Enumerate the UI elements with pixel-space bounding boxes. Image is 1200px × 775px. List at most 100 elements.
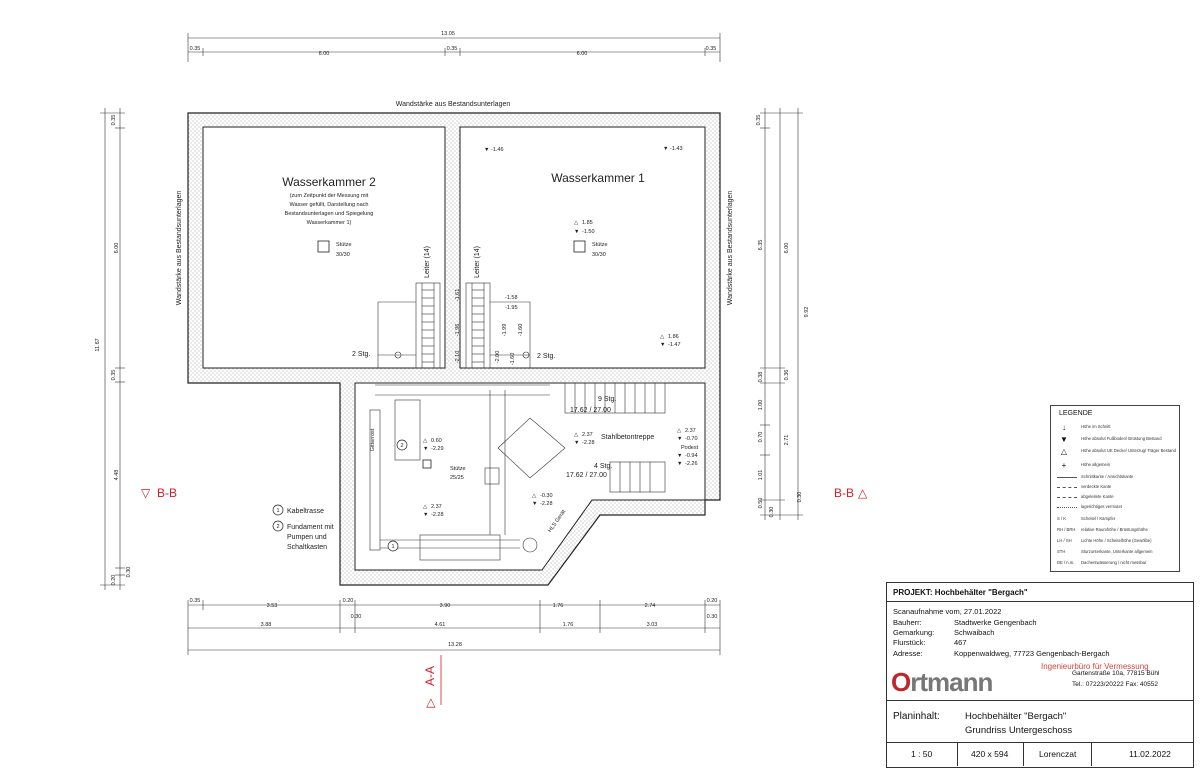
bottom-overall-dim: 13.28 [448, 642, 462, 648]
bottom-dim: 4.61 [435, 622, 446, 628]
key-circle [272, 520, 284, 532]
level-value: -1.61 [455, 289, 461, 302]
level-value: -0.30 [540, 493, 553, 499]
legend-item: LH / SH Lichte Höhe / Scheitelhöhe (Gewö… [1051, 536, 1179, 547]
level-mark: △ [423, 438, 428, 444]
section-height-icon: ↓ [1062, 423, 1066, 432]
level-mark: △ [677, 428, 682, 434]
column-label: Stütze [336, 242, 352, 248]
bottom-dim: 0.20 [707, 598, 718, 604]
bottom-dim: 3.88 [261, 622, 272, 628]
bottom-dim: 3.03 [647, 622, 658, 628]
legend-text: Höhe absolut UK Decke/ Unterzug/ Träger … [1081, 448, 1176, 453]
legend-item: + Höhe allgemein [1051, 460, 1179, 471]
level-mark: ▼ [660, 342, 665, 348]
logo-rest: rtmann [910, 667, 993, 697]
stair-arrow-icon [522, 351, 530, 359]
left-dimension-chain [100, 108, 125, 590]
top-dim: 0.35 [706, 46, 717, 52]
dotted-line-icon [1057, 507, 1077, 508]
paper-format: 420 x 594 [971, 749, 1009, 759]
divider [887, 700, 1193, 701]
left-overall-dim: 11.67 [95, 338, 101, 351]
marker-number: 1 [391, 544, 394, 550]
legend-item: abgeleitete Kante [1051, 492, 1179, 503]
bottom-dim: 1.76 [553, 603, 564, 609]
steps-ratio: 17.62 / 27.00 [570, 407, 611, 414]
plan-content-line: Hochbehälter "Bergach" [965, 711, 1067, 722]
dashed-line-icon [1057, 487, 1077, 488]
dash-dot-line-icon [1057, 497, 1077, 498]
building-walls [187, 112, 721, 586]
room-note-wk2: Wasserkammer 1) [307, 220, 352, 226]
info-row-parcel: Flurstück: 467 [893, 638, 1189, 648]
info-key: Adresse: [893, 649, 923, 658]
firm-address: Gartenstraße 10a, 77815 Bühl [1072, 670, 1160, 677]
right-dim: 2.71 [784, 435, 790, 446]
column-symbol [422, 459, 432, 469]
solid-line-icon [1057, 477, 1077, 478]
level-value: -1.99 [502, 324, 508, 337]
right-dim: 6.35 [758, 240, 764, 251]
left-dim: 0.30 [126, 567, 132, 578]
info-row-district: Gemarkung: Schwaibach [893, 628, 1189, 638]
legend-text: lagerichtiges vermutet [1081, 504, 1122, 509]
grate-label: Gitterrost [370, 428, 376, 451]
level-mark: ▼ [574, 229, 579, 235]
level-mark: ▼ [532, 501, 537, 507]
level-value: 2.37 [685, 428, 696, 434]
section-mark-bb-right: B-B [834, 486, 854, 500]
legend-text: relative Raumhöhe / Brüstungshöhe [1081, 527, 1148, 532]
level-value: -1.96 [455, 324, 461, 337]
marker-circle [396, 439, 408, 451]
right-dim: 0.30 [797, 492, 803, 503]
level-value: -1.46 [491, 147, 504, 153]
right-dim: 0.30 [769, 507, 775, 518]
top-dim: 6.00 [577, 51, 588, 57]
ladder-label: Leiter (14) [474, 246, 481, 278]
info-value: Koppenwaldweg, 77723 Gengenbach-Bergach [954, 649, 1110, 658]
divider [1091, 742, 1092, 766]
level-value: -0.70 [685, 436, 698, 442]
column-label: Stütze [450, 466, 466, 472]
top-overall-dim: 13.05 [441, 31, 455, 37]
level-mark: △ [532, 493, 537, 499]
key-number: 1 [276, 508, 279, 514]
level-value: -2.26 [685, 461, 698, 467]
bottom-dim: 0.30 [707, 614, 718, 620]
level-value: -1.60 [518, 324, 524, 337]
divider [887, 742, 1193, 743]
level-value: -1.50 [582, 229, 595, 235]
room-note-wk2: Wasser gefüllt, Darstellung nach [290, 202, 369, 208]
legend-item: verdeckte Kante [1051, 482, 1179, 493]
level-mark: △ [574, 432, 579, 438]
legend-code: RH / BRH [1057, 527, 1076, 532]
level-value: -2.00 [495, 351, 501, 364]
right-dim: 0.38 [758, 372, 764, 383]
level-mark: ▼ [484, 147, 489, 153]
level-value: -1.47 [668, 342, 681, 348]
room-note-wk2: Bestandsunterlagen und Spiegelung [285, 211, 374, 217]
firm-phone: Tel.: 07223/20222 Fax: 40552 [1072, 681, 1159, 688]
ladder-label: Leiter (14) [424, 246, 431, 278]
level-value: 2.37 [431, 504, 442, 510]
top-dim: 6.00 [319, 51, 330, 57]
plan-content-label: Planinhalt: [893, 711, 940, 722]
level-value: 0.60 [431, 438, 442, 444]
info-row-owner: Bauherr: Stadtwerke Gengenbach [893, 618, 1189, 628]
section-mark-aa: A-A [423, 666, 437, 686]
legend-code: STH [1057, 549, 1066, 554]
right-dim: 1.00 [758, 400, 764, 411]
legend-text: Lichte Höhe / Scheitelhöhe (Gewölbe) [1081, 538, 1152, 543]
divider [1023, 742, 1024, 766]
firm-subtitle: Ingenieurbüro für Vermessung [1041, 662, 1149, 671]
right-dim: 0.35 [756, 115, 762, 126]
legend-text: Scheitel / Kämpfer [1081, 516, 1116, 521]
legend: LEGENDE ↓ Höhe im Schnitt ▼ Höhe absolut… [1050, 405, 1180, 572]
legend-text: verdeckte Kante [1081, 484, 1112, 489]
legend-code: S / K [1057, 516, 1067, 521]
left-dim: 6.00 [114, 243, 120, 254]
level-value: 2.37 [582, 432, 593, 438]
legend-text: Höhe allgemein [1081, 462, 1111, 467]
key-text: Pumpen und [287, 534, 327, 541]
